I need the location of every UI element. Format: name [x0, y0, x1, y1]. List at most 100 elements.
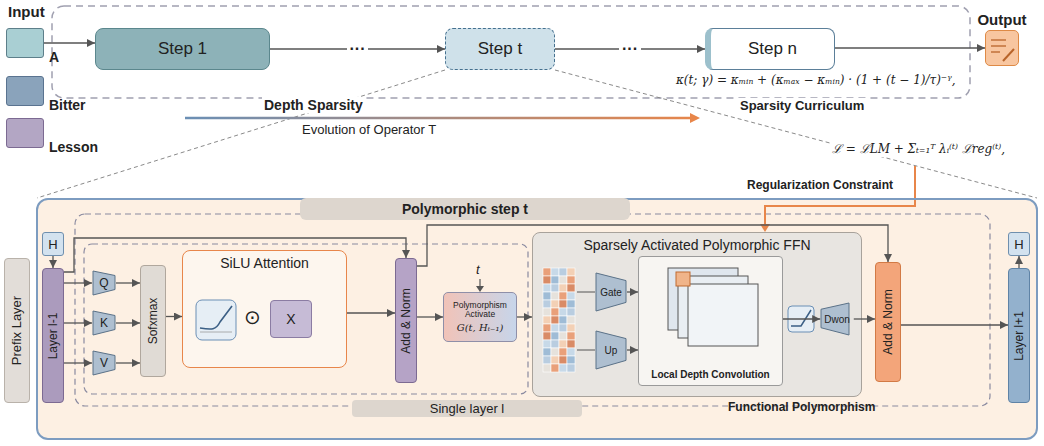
node-text: V — [100, 356, 108, 370]
step-box: Step n — [705, 28, 835, 70]
sparse-matrix — [567, 284, 575, 292]
time-arrow — [476, 286, 484, 292]
connector — [627, 291, 638, 292]
output-icon — [991, 51, 1000, 52]
connector — [116, 322, 140, 323]
time-label: t — [476, 262, 480, 277]
arrow-label: Evolution of Operator T — [300, 122, 438, 137]
connector — [1018, 256, 1019, 268]
layer-box: Layer l-1 — [42, 268, 64, 403]
formula: ℒ = ℒLM + Σₜ₌₁ᵀ λᵢ⁽ᵗ⁾ ℒreg⁽ᵗ⁾, — [830, 140, 1007, 157]
trapezoid-shape — [93, 271, 115, 295]
section-label: Input — [8, 3, 45, 20]
node-text: Layer l-1 — [46, 312, 60, 359]
sparse-matrix — [543, 292, 551, 300]
silu-icon — [200, 332, 232, 333]
projection: Q — [92, 270, 116, 296]
panel-fill — [37, 199, 1037, 439]
connector — [835, 47, 985, 48]
sparse-matrix — [559, 308, 567, 316]
node-text: Step t — [478, 39, 522, 59]
sparse-matrix — [551, 268, 559, 276]
sparse-matrix — [543, 308, 551, 316]
sparse-matrix — [567, 356, 575, 364]
node-text: Q — [99, 276, 108, 290]
edge-label: ··· — [619, 41, 641, 57]
output-icon — [991, 39, 1006, 40]
connector — [166, 316, 182, 317]
output-icon — [991, 45, 1006, 46]
evolution-arrow — [690, 113, 700, 123]
sparse-matrix — [543, 268, 575, 372]
connector — [64, 322, 92, 323]
output-icon: Output — [985, 30, 1019, 66]
node-text: Lesson — [49, 139, 98, 155]
node-text: Sofxmax — [146, 298, 160, 345]
projection: Gate — [595, 272, 627, 312]
sparse-matrix — [559, 324, 567, 332]
sparse-matrix — [551, 332, 559, 340]
step-box: Step 1 — [95, 28, 270, 70]
sparse-matrix — [567, 316, 575, 324]
softmax-box: Sofxmax — [140, 265, 166, 377]
add-norm: Add & Norm — [395, 258, 417, 383]
node-text: Dwon — [824, 314, 850, 325]
node-text: Up — [605, 345, 618, 356]
sparse-matrix — [559, 348, 567, 356]
region-label: Functional Polymorphism — [728, 400, 875, 414]
layer-box: Layer l+1 — [1008, 268, 1030, 403]
sparse-matrix — [559, 340, 567, 348]
projection: Up — [595, 330, 627, 370]
sparse-matrix — [567, 364, 575, 372]
projection: K — [92, 310, 116, 336]
sparse-matrix — [559, 332, 567, 340]
hidden-state: H — [1008, 232, 1030, 256]
sparse-matrix — [567, 268, 575, 276]
matrix-wires — [577, 292, 595, 293]
connector — [854, 318, 875, 319]
node-text: SiLU Attention — [183, 255, 346, 271]
layer-region — [75, 214, 990, 406]
projection: V — [92, 350, 116, 376]
sparse-matrix — [551, 316, 559, 324]
sparse-matrix — [551, 300, 559, 308]
sparse-matrix — [551, 308, 559, 316]
connector — [52, 256, 53, 268]
add-norm: Add & Norm — [875, 262, 901, 382]
steps-container — [52, 6, 970, 98]
time-arrow — [476, 279, 484, 292]
node-text: Polymorphic step t — [300, 198, 630, 220]
node-text: Layer l+1 — [1012, 311, 1026, 361]
sparse-matrix — [551, 324, 559, 332]
zoom-lines — [37, 70, 1037, 198]
sparse-matrix — [543, 340, 551, 348]
node-text: Step 1 — [158, 39, 207, 59]
zoom-lines — [37, 70, 445, 198]
sparse-matrix — [543, 332, 551, 340]
sparse-matrix — [567, 300, 575, 308]
connector — [116, 362, 140, 363]
operator-symbol: ⊙ — [244, 305, 261, 329]
silu-icon — [196, 300, 236, 340]
node-text: Sparsely Activated Polymorphic FFN — [533, 237, 861, 253]
projection: Dwon — [820, 302, 854, 336]
sparse-matrix — [567, 292, 575, 300]
input-token: A — [6, 28, 44, 58]
node-text: H — [48, 237, 57, 252]
sparse-matrix — [551, 348, 559, 356]
node-text: K — [100, 316, 108, 330]
trapezoid-shape — [93, 351, 115, 375]
output-icon — [991, 40, 1014, 61]
node-text: H — [1014, 237, 1023, 252]
matrix-wires — [577, 292, 595, 350]
sparse-matrix — [551, 364, 559, 372]
prefix-layer: Prefix Layer — [4, 258, 30, 403]
formula: κ(t; γ) = κₘᵢₙ + (κₘₐₓ − κₘᵢₙ) · (1 + (t… — [676, 73, 955, 87]
zoom-lines — [555, 70, 1037, 198]
connector — [347, 312, 395, 313]
node-text: Output — [977, 11, 1026, 28]
regularization-arrow — [765, 166, 915, 226]
sparse-matrix — [551, 340, 559, 348]
sparse-matrix — [543, 348, 551, 356]
section-label: Regularization Constraint — [745, 178, 895, 192]
